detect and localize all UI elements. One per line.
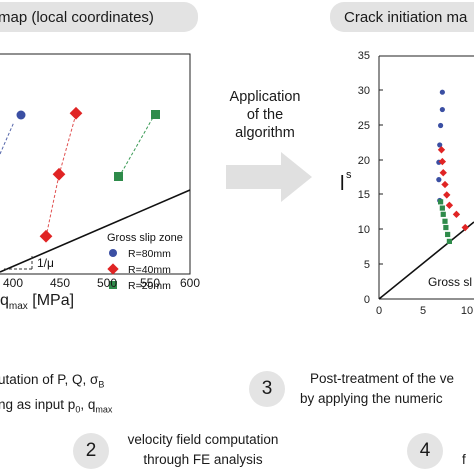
step1-line1-text: utation of P, Q, σ [0,372,99,387]
left-marker-r20-2 [151,110,160,119]
step4-text: f [462,450,466,470]
left-marker-r40-1 [39,229,53,243]
right-xtick: 0 [376,305,382,317]
left-xlabel-unit: [MPa] [32,292,75,309]
right-chart: 0 5 10 15 20 25 30 35 0 5 10 l s Gross s… [340,50,474,317]
left-marker-r20-1 [114,172,123,181]
step4-line1: f [462,452,466,467]
left-xticks: 400 450 500 550 600 [0,276,210,292]
left-dash-r80 [0,121,15,155]
left-dash-r40b [58,113,77,176]
legend-label-r80: R=80mm [128,248,171,260]
left-dash-r40 [45,174,60,238]
right-point-r80 [439,106,445,113]
left-xlabel-sub: max [8,301,28,313]
right-arrow-icon [226,152,312,202]
step3-number: 3 [261,378,273,399]
middle-caption-line1: Application [229,89,301,105]
left-xtick: 400 [3,276,24,290]
step4-number: 4 [419,440,431,461]
right-ylabel-sup: s [346,169,352,181]
right-point-r40 [461,223,469,232]
step1-line2: ng as input p0, qmax [0,395,112,420]
right-ytick: 20 [358,155,370,167]
legend-label-r40: R=40mm [128,264,171,276]
middle-caption: Application of the algorithm [210,88,320,142]
right-ytick: 15 [358,189,370,201]
right-point-r80 [437,142,443,148]
right-point-r40 [445,201,454,209]
left-xtick: 450 [50,276,71,290]
step1-line2-sub0: 0 [75,404,81,415]
right-ytick: 10 [358,224,370,236]
right-gross-slip-label: Gross sl [428,275,472,289]
right-point-r40 [452,210,461,219]
left-xtick: 500 [97,276,118,290]
right-point-r20 [445,231,451,238]
right-point-r80 [436,177,442,183]
right-point-r20 [446,238,452,244]
step1-line2-mid: , q [80,396,96,412]
step1-line1-sub: B [98,379,105,390]
right-point-r20 [440,211,446,217]
left-chart-frame [0,53,191,275]
step2-line1: velocity field computation [127,432,279,447]
left-gross-slip-label: Gross slip zone [107,232,183,244]
right-ytick: 25 [358,120,370,132]
right-point-r20 [442,218,448,224]
right-yticks: 0 5 10 15 20 25 30 35 [358,50,370,306]
left-mu-label: 1/μ [37,256,54,270]
right-ytick: 35 [358,50,370,62]
right-point-r20 [439,205,445,211]
right-point-r40 [441,180,449,189]
right-ytick: 0 [364,294,370,306]
right-gross-slip-boundary [378,221,474,300]
right-xtick: 5 [420,305,426,317]
legend-marker-r80 [109,249,117,257]
step2-text: velocity field computation through FE an… [113,430,293,470]
step3-line1: Post-treatment of the ve [310,371,455,386]
right-points [436,89,469,244]
legend-marker-r40 [107,263,119,275]
step4-number-badge: 4 [407,433,443,469]
right-ylabel: l [340,173,344,195]
left-dash-r20 [118,113,156,178]
left-panel-title: map (local coordinates) [0,2,198,32]
legend-marker-r20 [109,281,117,289]
step1-line1: utation of P, Q, σB [0,370,112,395]
right-ytick-marks [379,89,383,265]
step1-text: utation of P, Q, σB ng as input p0, qmax [0,370,112,419]
middle-caption-line2: of the [246,107,284,123]
step1-line2-sub1: max [95,404,113,415]
right-point-r20 [438,199,444,205]
right-point-r40 [439,169,447,177]
step3-number-badge: 3 [249,371,285,407]
right-point-r20 [443,224,449,231]
step1-line2-text: ng as input p [0,396,76,412]
right-point-r80 [439,89,445,95]
left-panel-title-text: map (local coordinates) [0,8,154,26]
right-panel-title-text: Crack initiation ma [344,8,468,26]
right-ytick: 30 [358,85,370,97]
step2-number: 2 [85,440,97,461]
left-xlabel-main: q [0,292,9,309]
left-marker-r40-2 [52,167,66,181]
step2-line2: through FE analysis [143,452,263,467]
middle-caption-line3: algorithm [235,125,295,141]
left-xtick: 550 [140,276,161,290]
step2-number-badge: 2 [73,433,109,469]
right-xtick: 10 [461,305,473,317]
left-xlabel: qmax [MPa] [0,292,74,312]
right-point-r40 [443,191,451,199]
right-point-r80 [438,122,444,129]
left-chart: 1/μ Gross slip zone R=80mm R=40mm R=20mm [0,53,191,290]
right-ytick: 5 [364,259,370,271]
left-xtick: 600 [180,276,201,290]
step3-text: Post-treatment of the ve by applying the… [300,369,454,409]
step3-line2: by applying the numeric [300,391,443,406]
left-marker-r80 [16,110,26,120]
right-panel-title: Crack initiation ma [330,2,474,32]
legend-label-r20: R=20mm [128,280,171,290]
left-marker-r40-3 [69,106,83,120]
